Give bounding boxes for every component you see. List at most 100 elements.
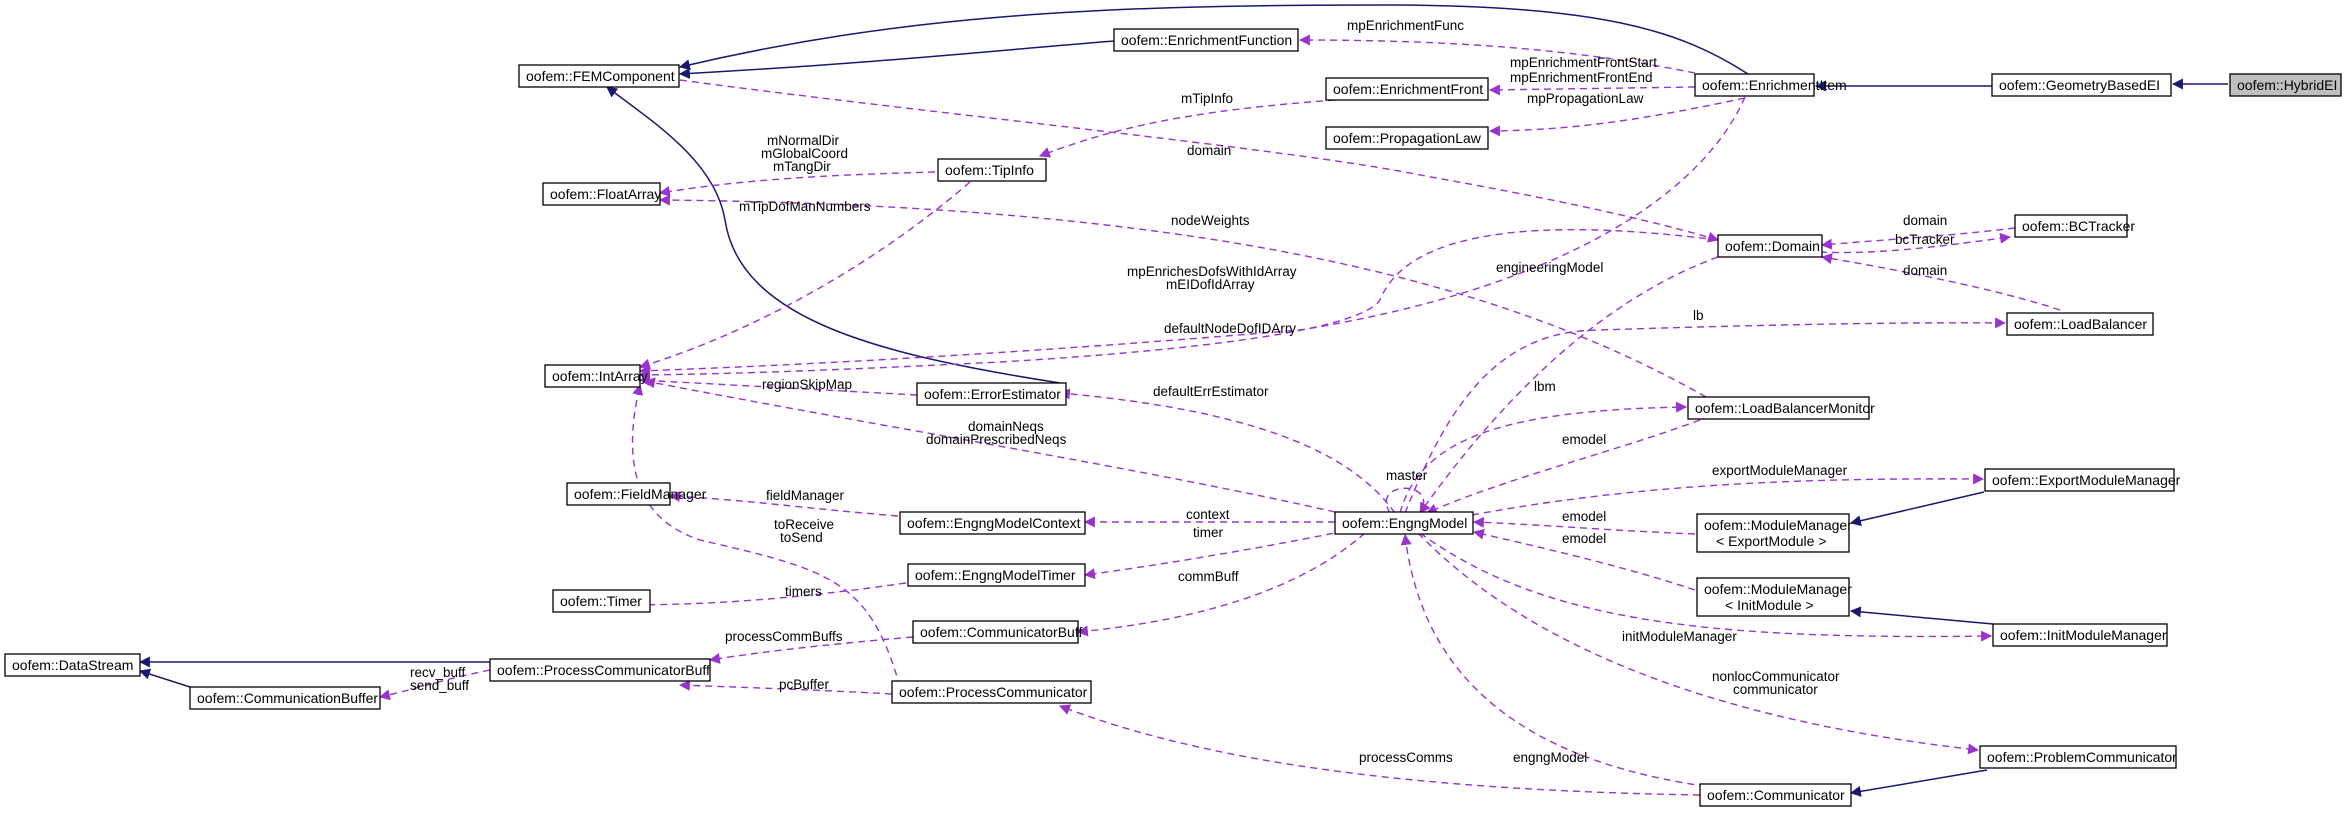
node-problemcommunicator[interactable]: oofem::ProblemCommunicator [1979, 745, 2177, 769]
label-tosend: toSend [780, 530, 823, 545]
node-communicator[interactable]: oofem::Communicator [1699, 783, 1852, 807]
label-domain-lb: domain [1903, 263, 1947, 278]
node-label: oofem::IntArray [552, 368, 648, 384]
node-enrichmentitem[interactable]: oofem::EnrichmentItem [1694, 73, 1847, 97]
node-label-line1: oofem::ModuleManager [1704, 517, 1852, 533]
node-label: oofem::InitModuleManager [2000, 627, 2167, 643]
label-mppropagationlaw: mpPropagationLaw [1527, 91, 1644, 106]
node-geometrybasedei[interactable]: oofem::GeometryBasedEI [1991, 73, 2172, 97]
node-domain[interactable]: oofem::Domain [1717, 234, 1823, 258]
usage-edges [378, 34, 2061, 796]
edge-mpenrichmentfunc [1298, 34, 1696, 74]
node-label: oofem::EnrichmentFunction [1121, 32, 1292, 48]
node-datastream[interactable]: oofem::DataStream [4, 653, 141, 677]
label-communicator: communicator [1733, 682, 1818, 697]
node-errorestimator[interactable]: oofem::ErrorEstimator [916, 382, 1067, 406]
node-floatarray[interactable]: oofem::FloatArray [542, 182, 661, 206]
label-domainprescribedneqs: domainPrescribedNeqs [926, 432, 1067, 447]
node-timer[interactable]: oofem::Timer [552, 589, 651, 613]
label-pcbuffer: pcBuffer [779, 677, 830, 692]
edge-labels: mpEnrichmentFunc mpEnrichmentFrontStart … [410, 18, 1955, 765]
node-label: oofem::BCTracker [2022, 218, 2135, 234]
node-label: oofem::EnrichmentFront [1333, 81, 1483, 97]
edge-defaultnodedofidarry [638, 228, 1719, 381]
label-domain-fem: domain [1187, 143, 1231, 158]
label-toreceive: toReceive [774, 517, 834, 532]
nodes: oofem::HybridEI oofem::GeometryBasedEI o… [4, 28, 2342, 807]
label-domain-bc: domain [1903, 213, 1947, 228]
label-regionskipmap: regionSkipMap [762, 377, 852, 392]
label-recvbuff: recv_buff [410, 665, 466, 680]
node-enrichmentfront[interactable]: oofem::EnrichmentFront [1325, 77, 1489, 101]
node-label: oofem::EngngModelContext [907, 515, 1081, 531]
label-mtipdofmannumbers: mTipDofManNumbers [739, 199, 871, 214]
edge-engineeringmodel [1419, 256, 1719, 514]
node-tipinfo[interactable]: oofem::TipInfo [937, 158, 1047, 182]
node-propagationlaw[interactable]: oofem::PropagationLaw [1325, 126, 1489, 150]
inheritance-edges [138, 4, 2228, 797]
node-loadbalancermonitor[interactable]: oofem::LoadBalancerMonitor [1687, 396, 1875, 420]
edge-domain-bctracker [1820, 227, 2016, 250]
node-modulemanager-initmodule[interactable]: oofem::ModuleManager < InitModule > [1696, 577, 1852, 617]
label-context: context [1186, 507, 1230, 522]
node-label: oofem::CommunicatorBuff [920, 624, 1082, 640]
edge-pcbuffer [678, 679, 893, 695]
label-meidofidarray: mEIDofIdArray [1166, 277, 1255, 292]
node-label-line1: oofem::ModuleManager [1704, 581, 1852, 597]
edge-exportmodulemanager-to-modulemanager [1849, 491, 1985, 527]
node-label: oofem::ErrorEstimator [924, 386, 1061, 402]
node-femcomponent[interactable]: oofem::FEMComponent [518, 64, 680, 88]
label-defaulterrestimator: defaultErrEstimator [1153, 384, 1269, 399]
edge-communicationbuffer-to-datastream [138, 668, 191, 688]
node-communicationbuffer[interactable]: oofem::CommunicationBuffer [189, 686, 381, 710]
edge-processcommbuffs [708, 636, 914, 664]
node-initmodulemanager[interactable]: oofem::InitModuleManager [1992, 623, 2168, 647]
edge-emodel-export [1472, 516, 1696, 535]
node-exportmodulemanager[interactable]: oofem::ExportModuleManager [1984, 468, 2181, 492]
node-label: oofem::EnrichmentItem [1702, 77, 1847, 93]
edge-initmodulemanager [1419, 532, 1993, 642]
node-label: oofem::LoadBalancer [2014, 316, 2147, 332]
node-hybridei[interactable]: oofem::HybridEI [2229, 73, 2342, 97]
node-engngmodelcontext[interactable]: oofem::EngngModelContext [899, 511, 1086, 535]
edge-emodel-init [1472, 528, 1696, 591]
label-mglobalcoord: mGlobalCoord [761, 146, 848, 161]
label-mpenrichmentfunc: mpEnrichmentFunc [1347, 18, 1464, 33]
node-engngmodel[interactable]: oofem::EngngModel [1334, 511, 1474, 535]
node-fieldmanager[interactable]: oofem::FieldManager [566, 482, 707, 506]
label-mtipinfo: mTipInfo [1181, 91, 1233, 106]
label-domainneqs: domainNeqs [968, 419, 1044, 434]
node-enrichmentfunction[interactable]: oofem::EnrichmentFunction [1113, 28, 1299, 52]
node-label: oofem::LoadBalancerMonitor [1695, 400, 1875, 416]
node-engngmodeltimer[interactable]: oofem::EngngModelTimer [907, 563, 1086, 587]
node-label: oofem::GeometryBasedEI [1999, 77, 2160, 93]
edge-enrichmentfunction-to-femcomponent [678, 40, 1115, 79]
label-master: master [1386, 468, 1428, 483]
label-mpenrichmentfrontstart: mpEnrichmentFrontStart [1510, 55, 1657, 70]
node-label: oofem::DataStream [12, 657, 133, 673]
node-label: oofem::Domain [1725, 238, 1820, 254]
edge-timer [1083, 530, 1346, 580]
node-label: oofem::FEMComponent [526, 68, 675, 84]
edge-problemcommunicator-to-communicator [1849, 769, 1988, 797]
label-initmodulemanager: initModuleManager [1622, 629, 1737, 644]
edge-nodeweights [658, 194, 1707, 398]
node-label: oofem::ProcessCommunicator [899, 684, 1088, 700]
edge-tipinfo-to-intarray [638, 181, 971, 370]
label-defaultnodedofidarry: defaultNodeDofIDArry [1164, 321, 1296, 336]
node-processcommunicator[interactable]: oofem::ProcessCommunicator [891, 680, 1092, 704]
node-modulemanager-exportmodule[interactable]: oofem::ModuleManager < ExportModule > [1696, 513, 1852, 553]
node-communicatorbuff[interactable]: oofem::CommunicatorBuff [912, 620, 1082, 644]
edge-femcomponent-to-domain [679, 79, 1720, 243]
edge-engngmodel-communicator [1400, 533, 1719, 789]
label-emodel-export: emodel [1562, 509, 1606, 524]
node-label-line2: < InitModule > [1725, 597, 1814, 613]
node-bctracker[interactable]: oofem::BCTracker [2014, 214, 2135, 238]
node-processcommunicatorbuff[interactable]: oofem::ProcessCommunicatorBuff [489, 658, 711, 682]
edge-enrichmentitem-to-femcomponent [678, 4, 1749, 75]
node-intarray[interactable]: oofem::IntArray [544, 364, 648, 388]
node-label: oofem::ProblemCommunicator [1987, 749, 2177, 765]
node-loadbalancer[interactable]: oofem::LoadBalancer [2006, 312, 2154, 336]
label-mpenrichesdofs: mpEnrichesDofsWithIdArray [1127, 264, 1297, 279]
